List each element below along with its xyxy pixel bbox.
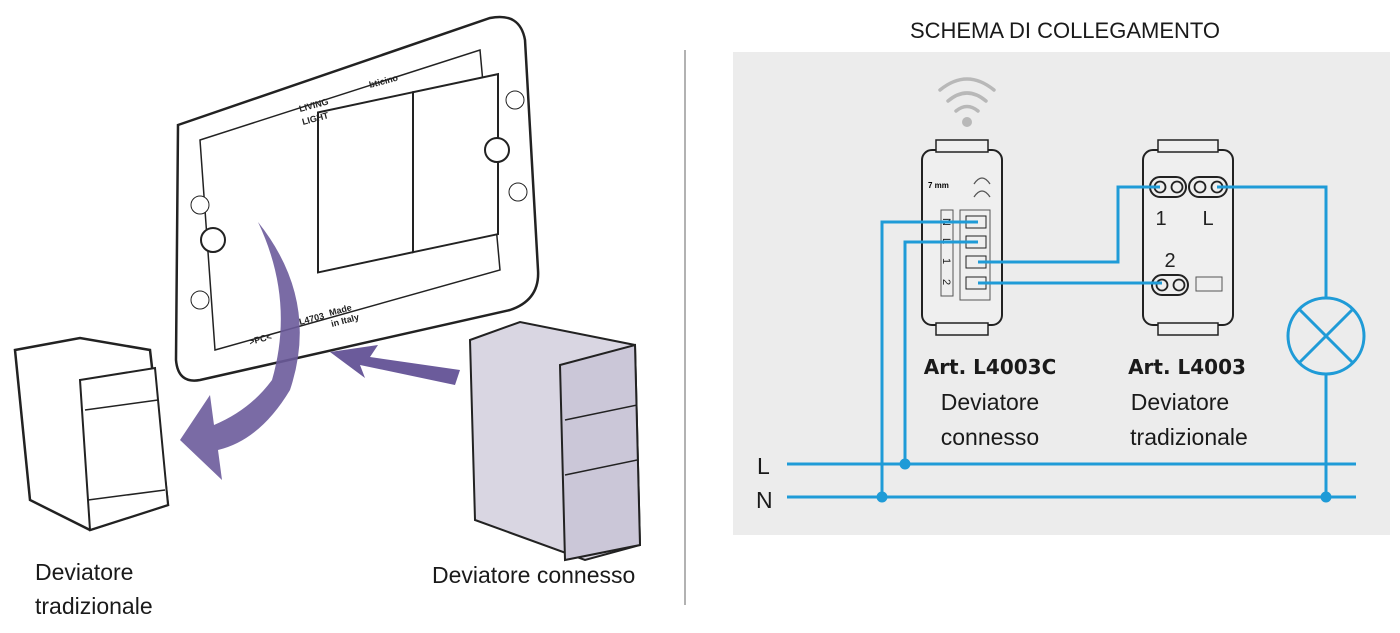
traditional-switch-module: [13, 336, 170, 532]
strip-label: 7 mm: [928, 181, 949, 190]
wire-lamp-feed: [1217, 185, 1328, 298]
schema-title: SCHEMA DI COLLEGAMENTO: [910, 18, 1220, 43]
lamp-icon: [1286, 296, 1366, 376]
schema-panel: [733, 52, 1390, 535]
connected-switch-module: [468, 320, 642, 562]
name-traditional-1: Deviatore: [1131, 389, 1229, 415]
junction-dots: [876, 458, 1332, 503]
insert-arrow-icon: [330, 345, 460, 385]
name-traditional-2: tradizionale: [1130, 424, 1248, 450]
terminal-1-label: 1: [940, 258, 952, 264]
trad-terminal-2-label: 2: [1164, 250, 1175, 272]
wifi-icon: [938, 77, 996, 127]
name-connected-2: connesso: [941, 424, 1039, 450]
device-l4003c: 7 mm N L 1 2: [921, 139, 1003, 336]
wire-n: [880, 220, 978, 497]
wire-l: [903, 240, 978, 464]
wire-traveller-1: [978, 185, 1160, 264]
article-l4003: Art. L4003: [1128, 355, 1246, 379]
caption-traditional-2: tradizionale: [35, 593, 153, 619]
line-label-n: N: [756, 487, 773, 513]
name-connected-1: Deviatore: [941, 389, 1039, 415]
trad-terminal-l-label: L: [1202, 208, 1213, 230]
terminal-2-label: 2: [940, 279, 952, 285]
device-l4003: 1 L 2: [1142, 139, 1234, 336]
caption-connected: Deviatore connesso: [432, 562, 635, 588]
curved-arrow-icon: [180, 222, 300, 480]
trad-terminal-1-label: 1: [1155, 208, 1166, 230]
caption-traditional: Deviatore: [35, 559, 133, 585]
article-l4003c: Art. L4003C: [924, 355, 1057, 379]
mounting-frame: LIVING LIGHT bticino L4703 Made in Italy…: [174, 15, 540, 382]
line-label-l: L: [757, 453, 770, 479]
